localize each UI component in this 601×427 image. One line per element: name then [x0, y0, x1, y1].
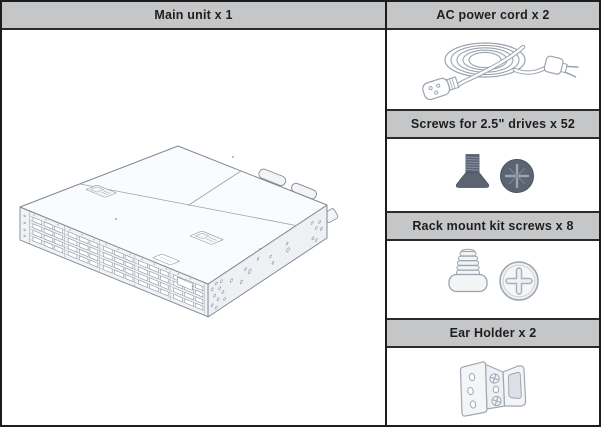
- rackmount-server-icon: [19, 145, 339, 318]
- rack-screws-cell: [387, 241, 599, 318]
- power-cord-icon: [422, 42, 579, 101]
- rack-mount-screws-icon: [448, 248, 539, 301]
- rack-screws-header: Rack mount kit screws x 8: [387, 211, 599, 241]
- wall-plug: [543, 55, 579, 78]
- main-unit-header: Main unit x 1: [2, 2, 385, 30]
- power-cord-label: AC power cord x 2: [436, 8, 550, 22]
- main-unit-label: Main unit x 1: [154, 8, 233, 22]
- ear-holder-header: Ear Holder x 2: [387, 318, 599, 348]
- ear-holder-label: Ear Holder x 2: [449, 326, 537, 340]
- rack-screws-label: Rack mount kit screws x 8: [412, 219, 574, 233]
- main-unit-column: Main unit x 1: [2, 2, 387, 425]
- drive-screws-label: Screws for 2.5" drives x 52: [410, 117, 576, 131]
- c13-connector: [422, 76, 460, 101]
- ear-holder-icon: [459, 361, 527, 417]
- ear-holder-cell: [387, 348, 599, 425]
- drive-screws-cell: [387, 139, 599, 211]
- power-cord-header: AC power cord x 2: [387, 2, 599, 30]
- drive-screws-header: Screws for 2.5" drives x 52: [387, 109, 599, 139]
- power-cord-cell: [387, 30, 599, 109]
- accessories-column: AC power cord x 2: [387, 2, 599, 425]
- main-unit-cell: [2, 30, 385, 425]
- drive-screws-icon: [455, 154, 534, 193]
